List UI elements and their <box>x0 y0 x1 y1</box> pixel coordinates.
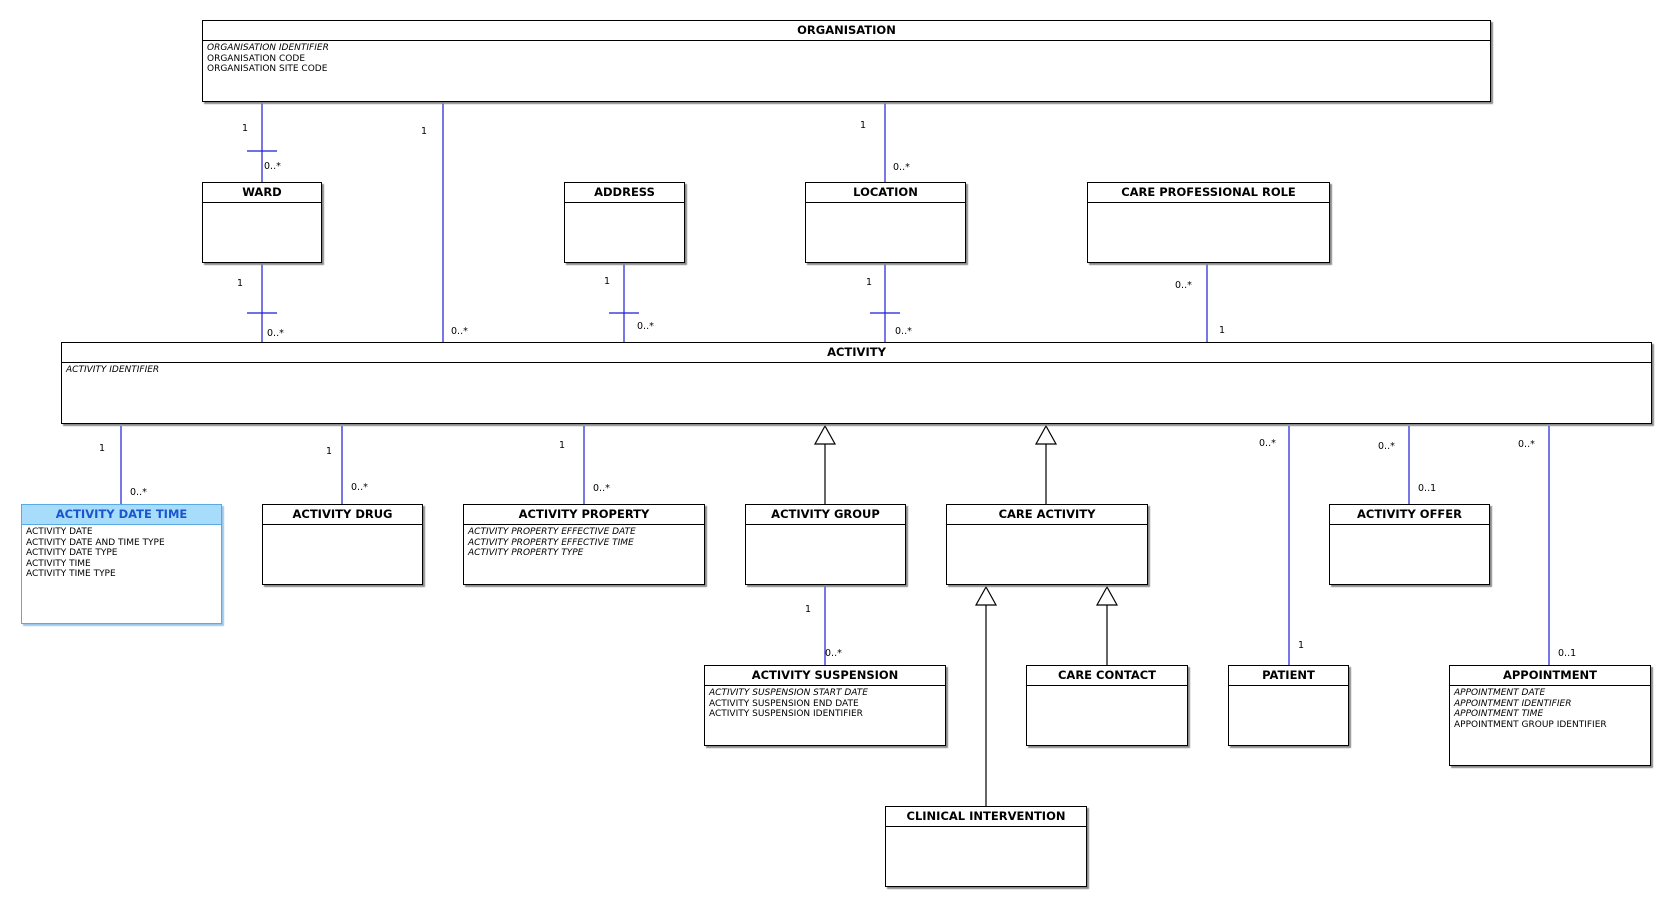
gen-arrow-clinical-intervention <box>974 585 998 606</box>
entity-care-activity[interactable]: CARE ACTIVITY <box>946 504 1148 585</box>
multiplicity-label: 0..* <box>825 648 842 659</box>
attribute: ACTIVITY SUSPENSION IDENTIFIER <box>709 709 863 719</box>
attribute: APPOINTMENT DATE <box>1454 688 1546 698</box>
attribute: ACTIVITY DATE TYPE <box>26 548 118 558</box>
multiplicity-label: 0..* <box>1518 439 1535 450</box>
entity-activity-property[interactable]: ACTIVITY PROPERTY ACTIVITY PROPERTY EFFE… <box>463 504 705 585</box>
multiplicity-label: 0..* <box>451 326 468 337</box>
attribute: ACTIVITY TIME TYPE <box>26 569 116 579</box>
attribute: APPOINTMENT IDENTIFIER <box>1454 698 1572 709</box>
multiplicity-label: 1 <box>866 277 873 288</box>
multiplicity-label: 0..* <box>593 483 610 494</box>
attribute: APPOINTMENT GROUP IDENTIFIER <box>1454 719 1607 730</box>
entity-title: CARE ACTIVITY <box>947 505 1147 525</box>
multiplicity-label: 0..* <box>637 321 654 332</box>
multiplicity-label: 0..* <box>264 161 281 172</box>
entity-care-professional-role[interactable]: CARE PROFESSIONAL ROLE <box>1087 182 1330 263</box>
multiplicity-label: 0..* <box>351 482 368 493</box>
entity-title: CLINICAL INTERVENTION <box>886 807 1086 827</box>
entity-title: ACTIVITY DRUG <box>263 505 422 525</box>
entity-title: ACTIVITY <box>62 343 1651 363</box>
multiplicity-label: 1 <box>421 126 428 137</box>
entity-clinical-intervention[interactable]: CLINICAL INTERVENTION <box>885 806 1087 887</box>
multiplicity-label: 1 <box>860 120 867 131</box>
entity-title: ACTIVITY GROUP <box>746 505 905 525</box>
entity-title: ACTIVITY OFFER <box>1330 505 1489 525</box>
entity-care-contact[interactable]: CARE CONTACT <box>1026 665 1188 746</box>
attribute-list: APPOINTMENT DATE APPOINTMENT IDENTIFIER … <box>1450 686 1650 732</box>
multiplicity-label: 0..* <box>1378 441 1395 452</box>
multiplicity-label: 0..1 <box>1558 648 1577 659</box>
multiplicity-label: 1 <box>559 440 566 451</box>
multiplicity-label: 0..* <box>267 328 284 339</box>
multiplicity-label: 1 <box>237 278 244 289</box>
entity-title: ACTIVITY DATE TIME <box>22 505 221 525</box>
multiplicity-label: 0..* <box>895 326 912 337</box>
entity-title: APPOINTMENT <box>1450 666 1650 686</box>
attribute-list: ACTIVITY PROPERTY EFFECTIVE DATE ACTIVIT… <box>464 525 704 561</box>
entity-title: ADDRESS <box>565 183 684 203</box>
entity-title: WARD <box>203 183 321 203</box>
attribute: APPOINTMENT TIME <box>1454 709 1544 719</box>
attribute: ACTIVITY SUSPENSION START DATE <box>709 688 868 698</box>
multiplicity-label: 0..1 <box>1418 483 1437 494</box>
attribute: ORGANISATION IDENTIFIER <box>207 43 329 53</box>
attribute-list: ACTIVITY DATE ACTIVITY DATE AND TIME TYP… <box>22 525 221 582</box>
attribute-list: ACTIVITY SUSPENSION START DATE ACTIVITY … <box>705 686 945 722</box>
entity-patient[interactable]: PATIENT <box>1228 665 1349 746</box>
entity-activity-offer[interactable]: ACTIVITY OFFER <box>1329 504 1490 585</box>
multiplicity-label: 1 <box>1219 325 1226 336</box>
entity-title: LOCATION <box>806 183 965 203</box>
gen-arrow-care-activity <box>1034 424 1058 445</box>
attribute: ACTIVITY PROPERTY TYPE <box>468 548 584 558</box>
attribute-list: ACTIVITY IDENTIFIER <box>62 363 1651 378</box>
entity-location[interactable]: LOCATION <box>805 182 966 263</box>
entity-activity[interactable]: ACTIVITY ACTIVITY IDENTIFIER <box>61 342 1652 424</box>
entity-address[interactable]: ADDRESS <box>564 182 685 263</box>
entity-activity-date-time[interactable]: ACTIVITY DATE TIME ACTIVITY DATE ACTIVIT… <box>21 504 222 624</box>
multiplicity-label: 0..* <box>1175 280 1192 291</box>
entity-organisation[interactable]: ORGANISATION ORGANISATION IDENTIFIER ORG… <box>202 20 1491 102</box>
gen-arrow-activity-group <box>813 424 837 445</box>
attribute-list: ORGANISATION IDENTIFIER ORGANISATION COD… <box>203 41 1490 77</box>
gen-arrow-care-contact <box>1095 585 1119 606</box>
attribute: ORGANISATION SITE CODE <box>207 64 328 74</box>
attribute: ACTIVITY PROPERTY EFFECTIVE DATE <box>468 527 636 537</box>
attribute: ACTIVITY PROPERTY EFFECTIVE TIME <box>468 537 634 548</box>
entity-title: ACTIVITY PROPERTY <box>464 505 704 525</box>
multiplicity-label: 0..* <box>130 487 147 498</box>
multiplicity-label: 1 <box>1298 640 1305 651</box>
entity-ward[interactable]: WARD <box>202 182 322 263</box>
attribute: ACTIVITY SUSPENSION END DATE <box>709 698 859 709</box>
attribute: ACTIVITY TIME <box>26 558 91 569</box>
multiplicity-label: 0..* <box>1259 438 1276 449</box>
attribute: ACTIVITY DATE AND TIME TYPE <box>26 537 165 548</box>
entity-activity-group[interactable]: ACTIVITY GROUP <box>745 504 906 585</box>
multiplicity-label: 1 <box>805 604 812 615</box>
multiplicity-label: 0..* <box>893 162 910 173</box>
multiplicity-label: 1 <box>604 276 611 287</box>
multiplicity-label: 1 <box>242 123 249 134</box>
entity-title: CARE PROFESSIONAL ROLE <box>1088 183 1329 203</box>
entity-title: PATIENT <box>1229 666 1348 686</box>
multiplicity-label: 1 <box>99 443 106 454</box>
attribute: ORGANISATION CODE <box>207 53 306 64</box>
entity-appointment[interactable]: APPOINTMENT APPOINTMENT DATE APPOINTMENT… <box>1449 665 1651 766</box>
attribute: ACTIVITY IDENTIFIER <box>66 365 160 375</box>
entity-activity-drug[interactable]: ACTIVITY DRUG <box>262 504 423 585</box>
entity-title: ACTIVITY SUSPENSION <box>705 666 945 686</box>
entity-title: CARE CONTACT <box>1027 666 1187 686</box>
entity-title: ORGANISATION <box>203 21 1490 41</box>
attribute: ACTIVITY DATE <box>26 527 93 537</box>
entity-activity-suspension[interactable]: ACTIVITY SUSPENSION ACTIVITY SUSPENSION … <box>704 665 946 746</box>
multiplicity-label: 1 <box>326 446 333 457</box>
